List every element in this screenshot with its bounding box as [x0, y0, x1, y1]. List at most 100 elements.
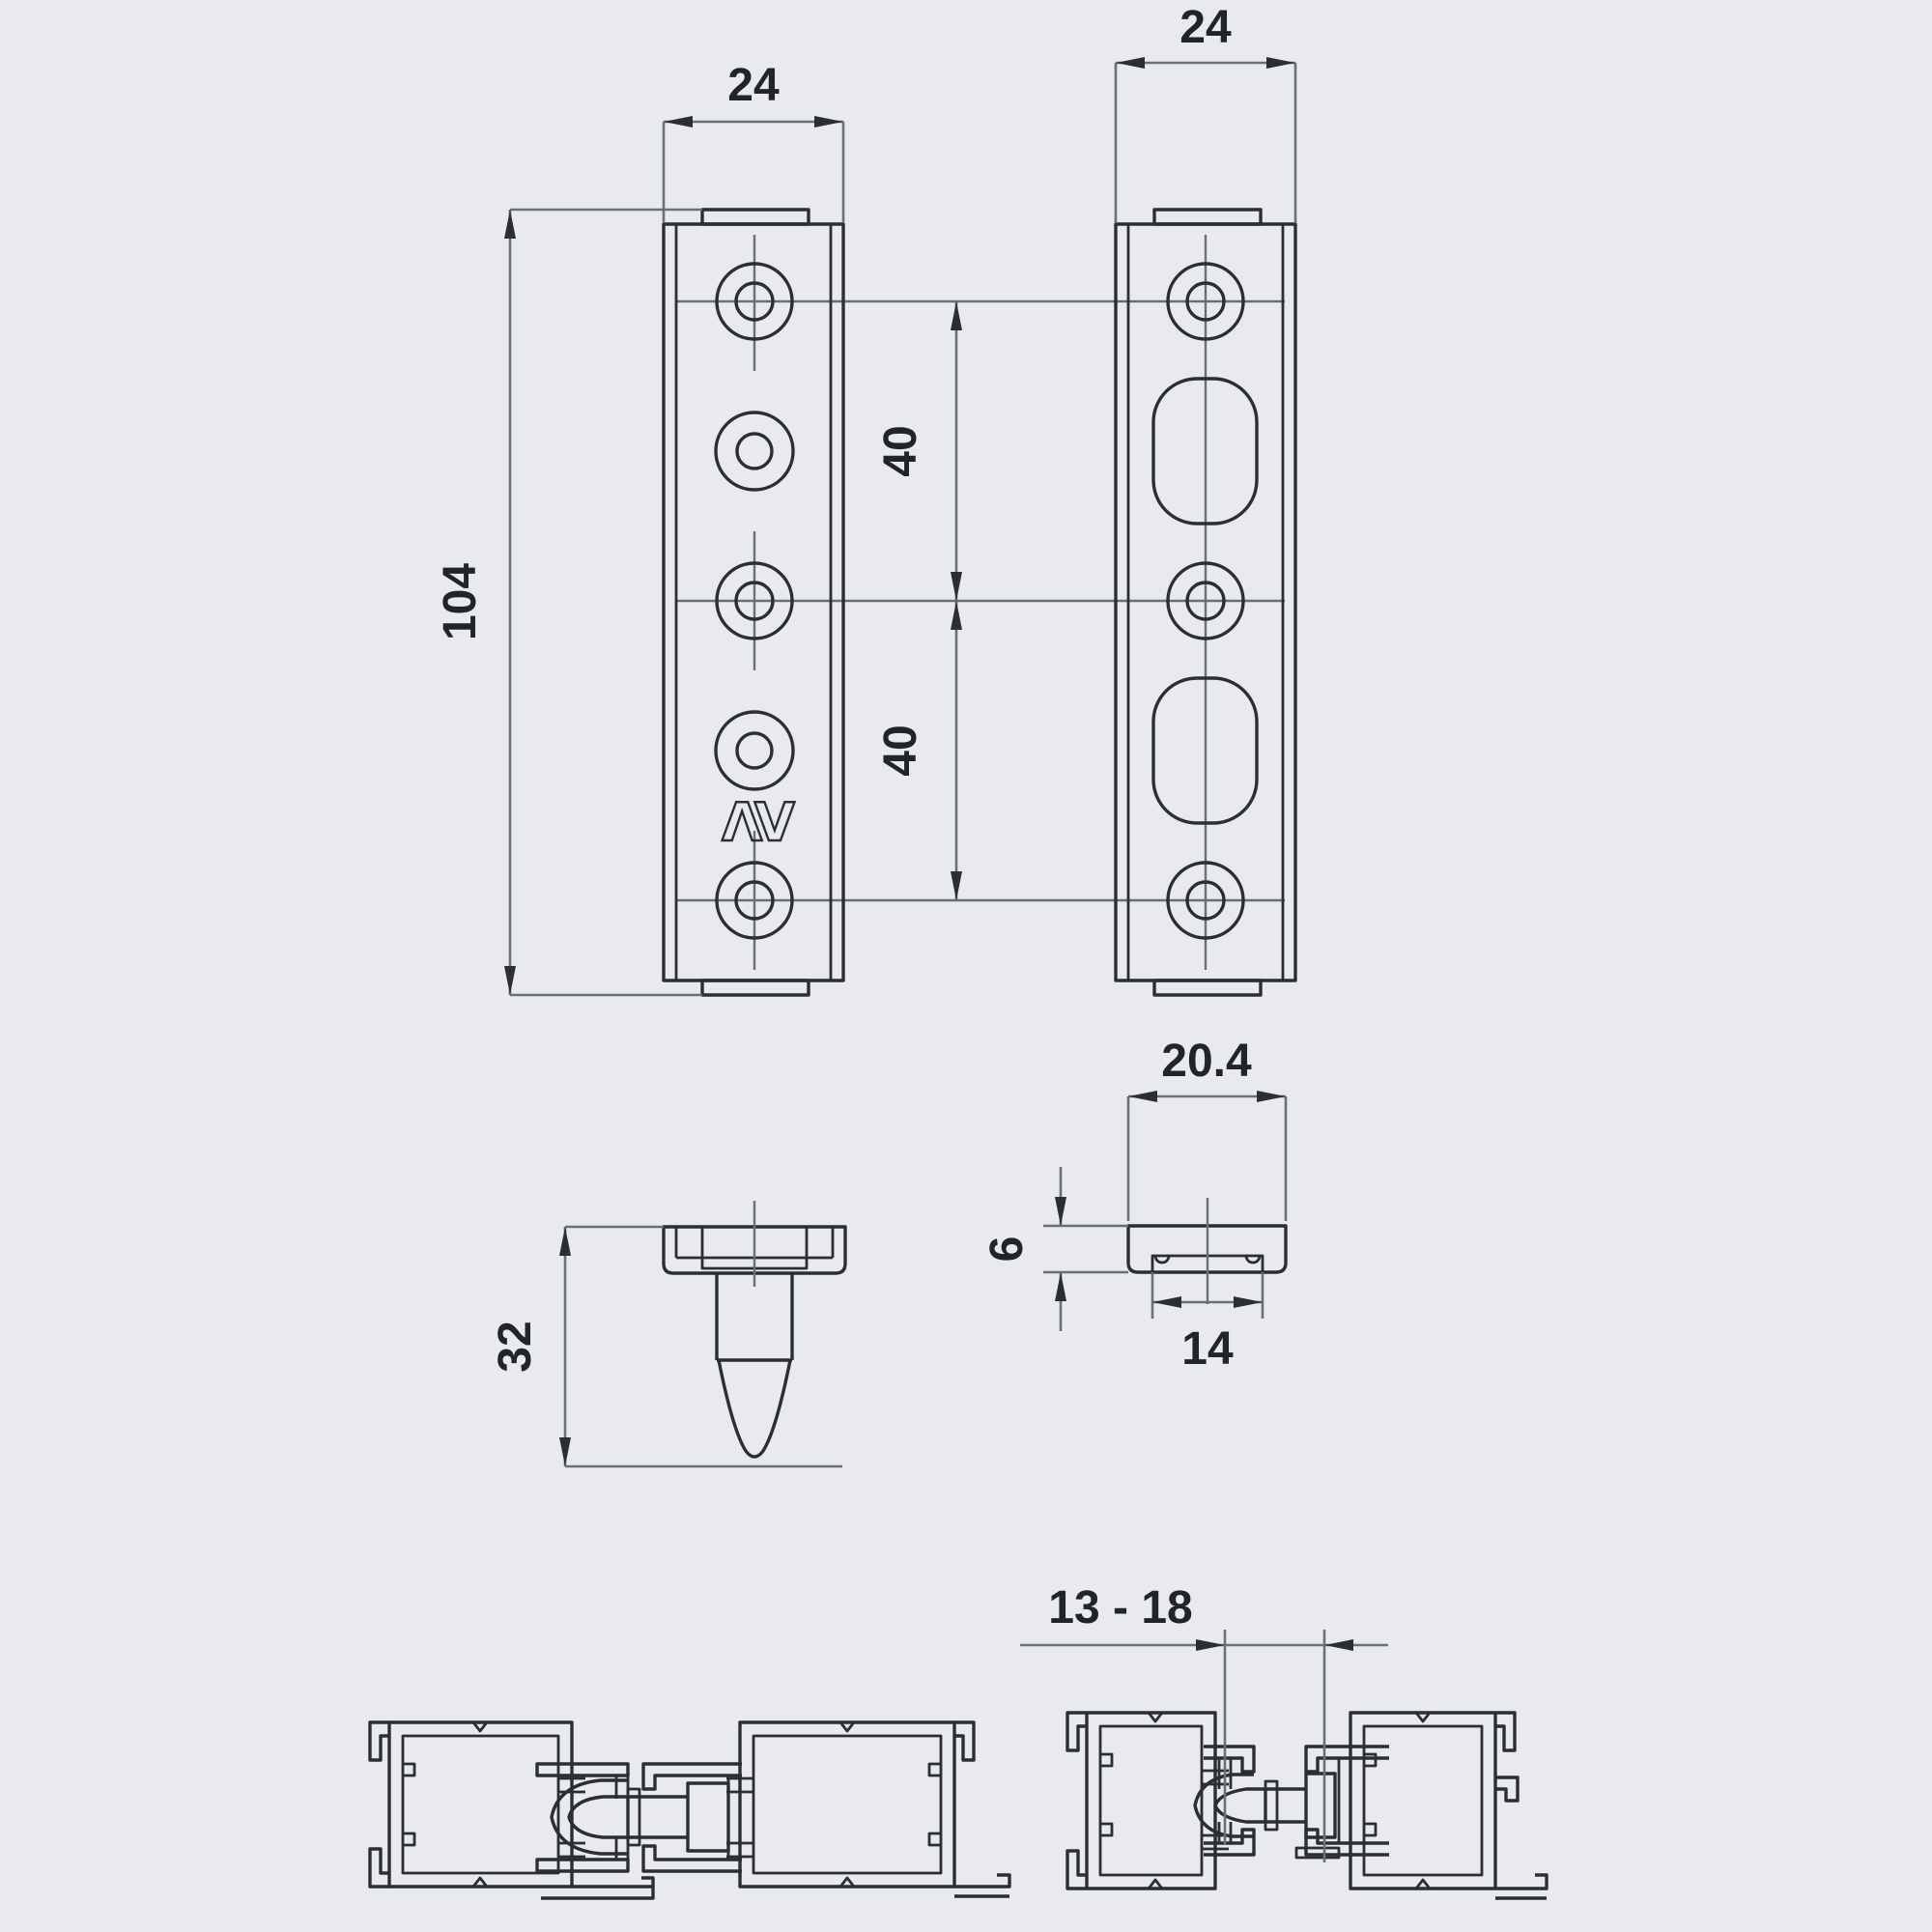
latch-flange — [535, 1858, 630, 1873]
profile-inner — [1362, 1724, 1484, 1877]
profile-outer — [1085, 1711, 1217, 1890]
profile-slot-edges — [1202, 1769, 1229, 1851]
profile-notches — [1147, 1712, 1164, 1889]
keeper-cup — [1193, 1773, 1254, 1838]
dim-gap-range: 13 - 18 — [1020, 1582, 1388, 1862]
dim-text: 40 — [875, 724, 926, 776]
dim-arrow — [1152, 1296, 1181, 1308]
profile-outer — [738, 1720, 956, 1889]
pin-hole — [714, 411, 795, 492]
profile-ribs — [927, 1762, 941, 1847]
screw-hole-inner — [1185, 880, 1226, 921]
profile-hook — [1495, 1711, 1517, 1752]
dim-channel-outer-width: 20.4 — [1126, 1036, 1288, 1221]
screw-hole-inner — [1185, 281, 1226, 322]
screw-hole — [1166, 561, 1245, 640]
channel-hook-lips — [1153, 1255, 1262, 1264]
screw-hole — [715, 262, 794, 341]
profile-notches — [471, 1721, 489, 1888]
channel-outline — [1126, 1224, 1288, 1274]
profile-inner — [401, 1734, 560, 1875]
dim-arrow — [814, 116, 843, 128]
latch-flange — [535, 1762, 630, 1777]
dim-text: 104 — [435, 563, 486, 640]
dim-height-104: 104 — [435, 208, 702, 997]
profile-ribs — [1364, 1752, 1378, 1837]
profile-inner — [752, 1734, 943, 1875]
section-view-open — [1065, 1711, 1548, 1900]
dim-arrow — [1116, 57, 1145, 69]
dim-text: 24 — [727, 60, 780, 111]
profile-slot-edges — [726, 1776, 753, 1859]
dim-text: 32 — [490, 1321, 541, 1372]
end-view-channel — [1126, 1198, 1288, 1304]
screw-hole-inner — [734, 880, 775, 921]
brand-logo: ΛV — [722, 792, 795, 853]
profile-ribs — [403, 1762, 416, 1847]
profile-notches — [838, 1721, 856, 1888]
profile-foot — [954, 1873, 1011, 1898]
pin-body — [715, 1273, 794, 1362]
dim-pin-length: 32 — [490, 1225, 842, 1468]
pin-collar — [626, 1787, 641, 1847]
dim-arrow — [951, 601, 962, 630]
dim-arrow — [951, 301, 962, 330]
plate-top-tab — [1152, 208, 1263, 226]
pin-tip — [717, 1359, 792, 1459]
keeper-web — [614, 1776, 630, 1860]
hole-centerlines — [676, 299, 1285, 902]
dim-text: 40 — [875, 425, 926, 476]
screw-hole-inner — [1185, 581, 1226, 621]
screw-hole — [1166, 262, 1245, 341]
section-view-closed — [368, 1720, 1011, 1900]
plate-bottom-tab — [700, 979, 810, 997]
dim-arrow — [1257, 1091, 1286, 1102]
profile-hook — [368, 1847, 389, 1889]
dim-arrow — [559, 1227, 571, 1256]
screw-hole — [1166, 861, 1245, 940]
slot-cutout — [1151, 377, 1259, 526]
dim-arrow — [1128, 1091, 1157, 1102]
dim-text: 20.4 — [1161, 1036, 1252, 1087]
pin-mount-block — [686, 1781, 730, 1853]
dim-text: 24 — [1179, 2, 1232, 53]
latch-flange — [1204, 1745, 1256, 1774]
dim-arrow — [951, 572, 962, 601]
latch-flange — [1304, 1745, 1389, 1774]
dim-arrow — [1234, 1296, 1263, 1308]
dim-hole-spacing: 40 40 — [875, 301, 962, 900]
dim-width-right-plate: 24 — [1114, 2, 1297, 222]
profile-hook — [1495, 1776, 1520, 1803]
profile-foot — [1495, 1873, 1548, 1900]
dim-text: 6 — [981, 1236, 1033, 1263]
pin-hole-inner — [735, 731, 774, 770]
screw-hole-inner — [734, 281, 775, 322]
profile-hook — [368, 1720, 389, 1762]
dim-arrow — [1196, 1639, 1225, 1651]
pin-hole — [714, 710, 795, 791]
dim-width-left-plate: 24 — [662, 60, 845, 222]
dim-text: 14 — [1181, 1323, 1234, 1375]
profile-hook — [1065, 1711, 1087, 1752]
profile-outer — [387, 1720, 574, 1889]
screw-hole-inner — [734, 581, 775, 621]
latch-flange — [1304, 1828, 1389, 1857]
front-view-right-plate — [1114, 208, 1297, 997]
latch-bar — [1294, 1846, 1341, 1860]
profile-inner — [1098, 1724, 1204, 1877]
latch-flange — [641, 1844, 742, 1873]
latch-pin-nose — [1213, 1787, 1306, 1824]
dim-arrow — [504, 210, 516, 239]
pin-collar — [1264, 1779, 1279, 1832]
profile-ribs — [1100, 1752, 1114, 1837]
dim-arrow — [1055, 1197, 1066, 1226]
slot-cutout — [1151, 676, 1259, 825]
profile-slot-edges — [558, 1776, 585, 1859]
dim-arrow — [559, 1437, 571, 1466]
side-view-latch-pin — [662, 1201, 847, 1459]
dim-text: 13 - 18 — [1048, 1582, 1192, 1634]
screw-hole — [715, 561, 794, 640]
dim-arrow — [1324, 1639, 1353, 1651]
